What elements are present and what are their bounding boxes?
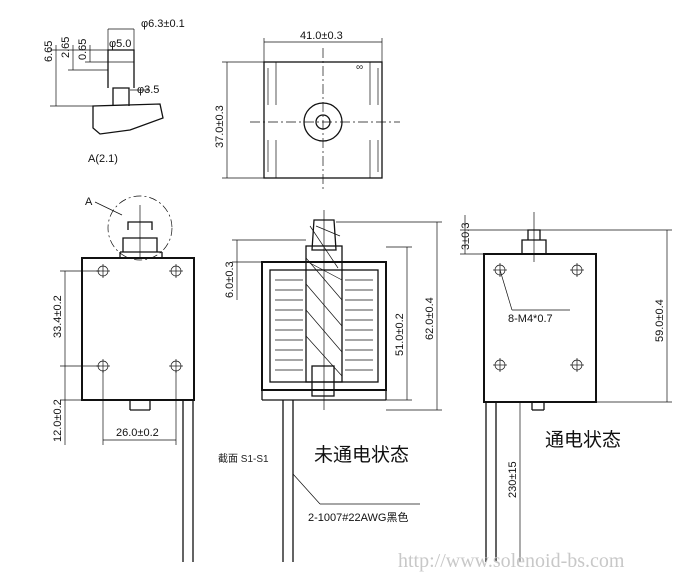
detail-dim-d1: φ6.3±0.1 [141, 18, 185, 30]
wire-label: 2-1007#22AWG黑色 [308, 510, 408, 524]
front-dim-hole-v: 33.4±0.2 [52, 295, 64, 338]
front-callout: A [85, 196, 93, 208]
section-dim-body: 51.0±0.2 [394, 313, 406, 356]
section-dim-overall: 62.0±0.4 [424, 297, 436, 340]
detail-dim-d2: φ5.0 [109, 38, 131, 50]
front-dim-hole-h: 26.0±0.2 [116, 427, 159, 439]
coil-winding [275, 279, 373, 371]
thread-label: 8-M4*0.7 [508, 313, 553, 325]
section-label: 截面 S1-S1 [218, 452, 269, 465]
side-dim-lead: 230±15 [507, 461, 519, 498]
side-dim-overall: 59.0±0.4 [654, 299, 666, 342]
side-dim-plunger: 3±0.3 [460, 223, 472, 250]
top-dim-height: 37.0±0.3 [214, 105, 226, 148]
detail-dim-d3: φ3.5 [137, 84, 159, 96]
detail-a: φ6.3±0.1 φ5.0 φ3.5 6.65 2.65 0.65 A(2.1) [43, 18, 185, 165]
top-view: 41.0±0.3 37.0±0.3 ∞ [214, 30, 400, 190]
top-dim-width: 41.0±0.3 [300, 30, 343, 42]
detail-dim-h3: 0.65 [77, 39, 89, 60]
watermark: http://www.solenoid-bs.com [398, 550, 625, 572]
detail-dim-h1: 6.65 [43, 41, 55, 62]
section-view: 6.0±0.3 51.0±0.2 62.0±0.4 未通电状态 截面 S1-S1… [218, 210, 442, 562]
detail-label: A(2.1) [88, 153, 118, 165]
section-title: 未通电状态 [314, 444, 409, 466]
svg-text:∞: ∞ [356, 62, 363, 73]
side-title: 通电状态 [545, 429, 621, 451]
side-view: 8-M4*0.7 3±0.3 59.0±0.4 230±15 通电状态 [460, 212, 672, 562]
detail-dim-h2: 2.65 [60, 37, 72, 58]
mount-holes-front [96, 264, 183, 373]
front-view: A 33.4±0.2 12.0±0.2 [52, 195, 195, 562]
section-dim-stroke: 6.0±0.3 [224, 261, 236, 298]
front-dim-bottom: 12.0±0.2 [52, 399, 64, 442]
